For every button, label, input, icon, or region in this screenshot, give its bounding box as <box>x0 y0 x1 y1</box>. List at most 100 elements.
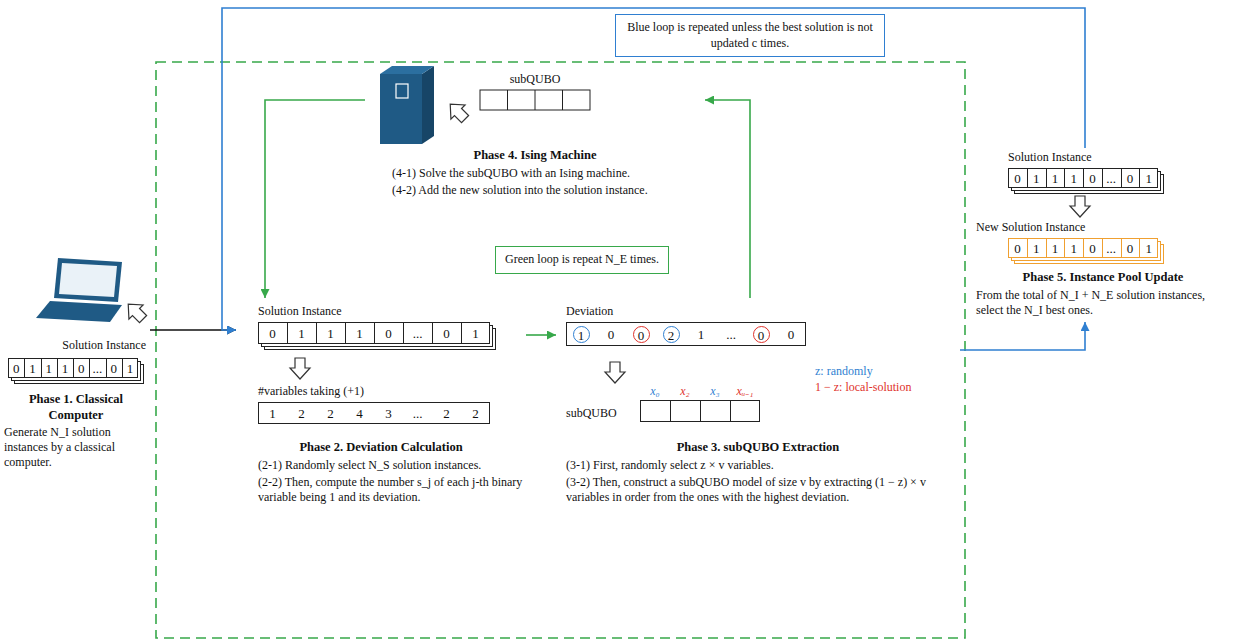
array-cell: 2 <box>316 402 345 424</box>
hollow-arrow <box>121 297 150 326</box>
note-text: Green loop is repeat N_E times. <box>505 252 659 268</box>
array-cell: 0 <box>374 322 403 344</box>
cell-value: 1 <box>327 327 334 340</box>
array-cell: 1 <box>1139 168 1158 188</box>
array-label: Solution Instance <box>40 338 146 353</box>
cell-value: 1 <box>1070 242 1077 255</box>
cell-value: 2 <box>472 407 479 420</box>
cell-value: 0 <box>788 328 795 341</box>
array-cell: 0 <box>1083 238 1102 258</box>
cell-divider <box>730 401 731 421</box>
cell-value: 0 <box>1089 242 1096 255</box>
flow-arrow <box>526 334 556 336</box>
cell-value: 0 <box>110 362 117 375</box>
array-cell: 1 <box>122 358 138 378</box>
phase-heading: Phase 5. Instance Pool Update <box>970 270 1236 286</box>
cell-divider <box>1083 239 1084 257</box>
flow-arrow <box>705 100 750 298</box>
cell-divider <box>1139 169 1140 187</box>
array-label: New Solution Instance <box>976 220 1085 235</box>
array-cell: 4 <box>345 402 374 424</box>
cell-divider <box>1027 169 1028 187</box>
phase-description: (3-1) First, randomly select z × v varia… <box>566 458 956 473</box>
cell-value: 1 <box>127 362 134 375</box>
cell-divider <box>41 359 42 377</box>
array-label: Deviation <box>566 304 613 319</box>
array-cell: 0 <box>8 358 24 378</box>
cell-value: 2 <box>298 407 305 420</box>
cell-value: 0 <box>1127 172 1134 185</box>
array-label: Solution Instance <box>1008 150 1092 165</box>
phase-description: (2-1) Randomly select N_S solution insta… <box>258 458 523 473</box>
cell-divider <box>1046 169 1047 187</box>
cell-value: ... <box>1106 172 1116 185</box>
phase-group: Solution InstanceNew Solution InstancePh… <box>970 148 1236 322</box>
array-label: Solution Instance <box>258 304 342 319</box>
cell-value: 1 <box>698 328 705 341</box>
phase-description: Generate N_I solution instances by a cla… <box>4 425 150 470</box>
cell-value: 0 <box>608 328 615 341</box>
loop-note: Blue loop is repeated unless the best so… <box>615 14 885 57</box>
cell-value: 0 <box>78 362 85 375</box>
flow-arrow <box>265 100 365 298</box>
note-text: Blue loop is repeated unless the best so… <box>625 20 875 51</box>
solution-array: 01110...01 <box>1008 168 1158 188</box>
cell-value: 1 <box>573 326 590 343</box>
cell-value: 0 <box>1089 172 1096 185</box>
array-label: subQUBO <box>566 406 617 421</box>
cell-divider <box>345 323 346 343</box>
cell-divider <box>1139 239 1140 257</box>
cell-value: 1 <box>1033 172 1040 185</box>
cell-divider <box>316 323 317 343</box>
cell-value: 0 <box>1014 242 1021 255</box>
subqubo-array: x₀x₂x₃xᵤ₋₁ <box>640 384 760 422</box>
cell-value: ... <box>93 362 103 375</box>
deviation-array: 10021...00 <box>566 322 806 346</box>
cell-value: 2 <box>327 407 334 420</box>
cell-value: ... <box>413 407 423 420</box>
cell-divider <box>1083 169 1084 187</box>
array-cell: 1 <box>316 322 345 344</box>
array-cell: 0 <box>73 358 89 378</box>
cell-value: 1 <box>45 362 52 375</box>
cell-divider <box>1121 169 1122 187</box>
phase-description: (4-1) Solve the subQUBO with an Ising ma… <box>392 166 704 181</box>
variable-label: xᵤ₋₁ <box>730 384 760 399</box>
cell-divider <box>1064 169 1065 187</box>
array-cell: 2 <box>432 402 461 424</box>
array-cell: 0 <box>1121 238 1140 258</box>
array-cell: 3 <box>374 402 403 424</box>
phase-group: Solution Instance#variables taking (+1)P… <box>236 298 526 509</box>
phase-description: (4-2) Add the new solution into the solu… <box>392 183 704 198</box>
array-cell: 1 <box>345 322 374 344</box>
cell-value: ... <box>726 328 736 341</box>
array-cell: 0 <box>596 322 626 346</box>
array-frame <box>566 322 806 346</box>
cell-value: 2 <box>663 326 680 343</box>
cell-value: 0 <box>753 326 770 343</box>
cell-value: 0 <box>385 327 392 340</box>
phase-group: DeviationsubQUBOz: randomly1 − z: local-… <box>556 298 960 509</box>
array-cell: 2 <box>461 402 490 424</box>
cell-value: 1 <box>1052 242 1059 255</box>
cell-value: 1 <box>1052 172 1059 185</box>
array-cell: 1 <box>566 322 596 346</box>
cell-divider <box>106 359 107 377</box>
array-cell: ... <box>403 322 432 344</box>
cell-divider <box>1027 239 1028 257</box>
array-frame <box>8 358 138 378</box>
array-cell: 1 <box>41 358 57 378</box>
array-cell: 0 <box>626 322 656 346</box>
array-cell: 0 <box>1008 168 1027 188</box>
array-cell: 0 <box>432 322 461 344</box>
array-cell: 2 <box>287 402 316 424</box>
cell-value: 1 <box>62 362 69 375</box>
cell-divider <box>122 359 123 377</box>
count-array: 12243...22 <box>258 402 490 424</box>
array-cell: ... <box>1102 168 1121 188</box>
laptop-icon <box>36 258 122 322</box>
array-cell: 1 <box>1064 238 1083 258</box>
array-frame <box>1008 168 1158 188</box>
cell-value: 1 <box>472 327 479 340</box>
array-cell: 1 <box>1046 238 1065 258</box>
